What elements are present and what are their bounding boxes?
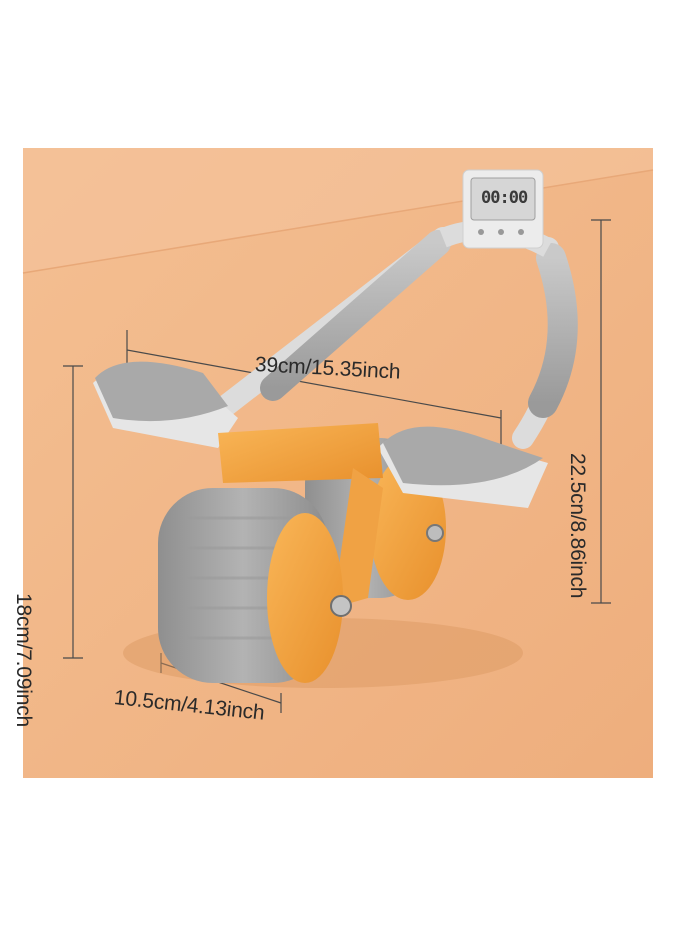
left-elbow-pad: [93, 361, 238, 448]
height-left-dimension-label: 18cm/7.09inch: [12, 593, 35, 727]
timer-device: [462, 169, 544, 249]
timer-display: 00:00: [481, 188, 528, 208]
wall-floor-edge: [22, 169, 654, 274]
front-wheel: [158, 488, 352, 683]
orange-bracket: [218, 423, 383, 608]
right-elbow-pad: [378, 426, 548, 508]
ab-roller-illustration: [22, 148, 654, 778]
height-right-dimension-label: 22.5cn/8.86inch: [566, 453, 589, 599]
dimension-lines: [63, 219, 611, 713]
product-photo: 00:00 39cm/15.35inch 22.5cn/8.86inch 18c…: [12, 148, 654, 778]
